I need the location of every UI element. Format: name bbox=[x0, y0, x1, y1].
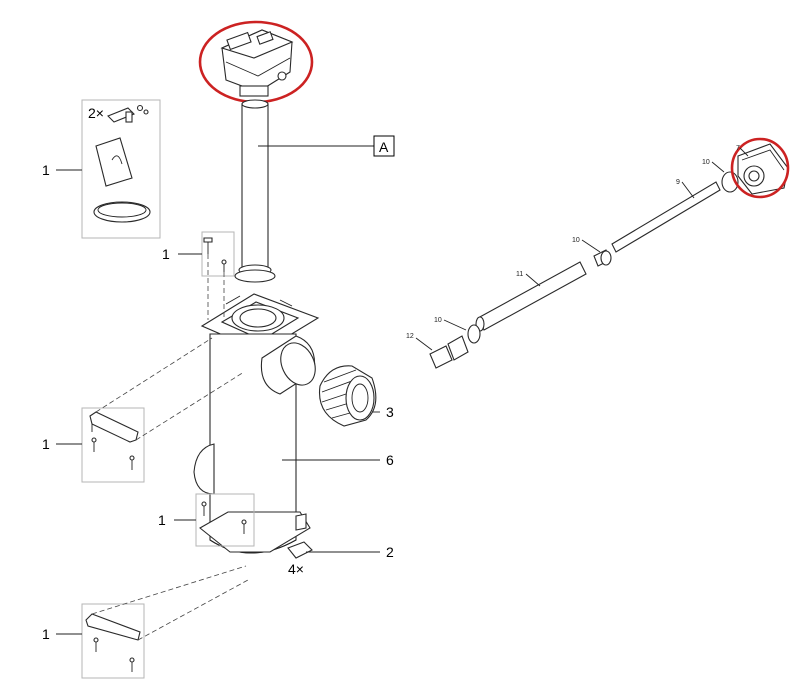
detail-label-11: 11 bbox=[516, 271, 523, 278]
label-qty-2: 2× bbox=[88, 105, 104, 121]
threaded-nut bbox=[318, 365, 377, 427]
kit-group-box bbox=[81, 99, 161, 239]
label-a: A bbox=[379, 139, 389, 155]
detail-label-7: 7 bbox=[736, 145, 740, 152]
label-1-kit: 1 bbox=[42, 162, 50, 178]
label-a-box bbox=[373, 135, 395, 157]
bracket-group-box-bottom bbox=[81, 603, 145, 679]
label-3: 3 bbox=[386, 404, 394, 420]
device-7-highlight bbox=[730, 137, 790, 199]
bracket-group-box-mid bbox=[81, 407, 145, 483]
detail-label-10-top: 10 bbox=[702, 159, 710, 166]
label-1-screws-bottom: 1 bbox=[158, 512, 166, 528]
pipe-assembly-detail bbox=[429, 143, 789, 369]
detail-label-12: 12 bbox=[406, 333, 414, 340]
label-1-bracket-bottom: 1 bbox=[42, 626, 50, 642]
detail-label-10-mid: 10 bbox=[572, 237, 580, 244]
label-1-bracket-mid: 1 bbox=[42, 436, 50, 452]
vertical-tube bbox=[234, 99, 276, 283]
label-1-screws-top: 1 bbox=[162, 246, 170, 262]
control-unit bbox=[220, 29, 294, 97]
detail-label-9: 9 bbox=[676, 179, 680, 186]
label-2: 2 bbox=[386, 544, 394, 560]
label-qty-4: 4× bbox=[288, 561, 304, 577]
label-6: 6 bbox=[386, 452, 394, 468]
main-housing bbox=[193, 293, 320, 559]
detail-label-10-low: 10 bbox=[434, 317, 442, 324]
